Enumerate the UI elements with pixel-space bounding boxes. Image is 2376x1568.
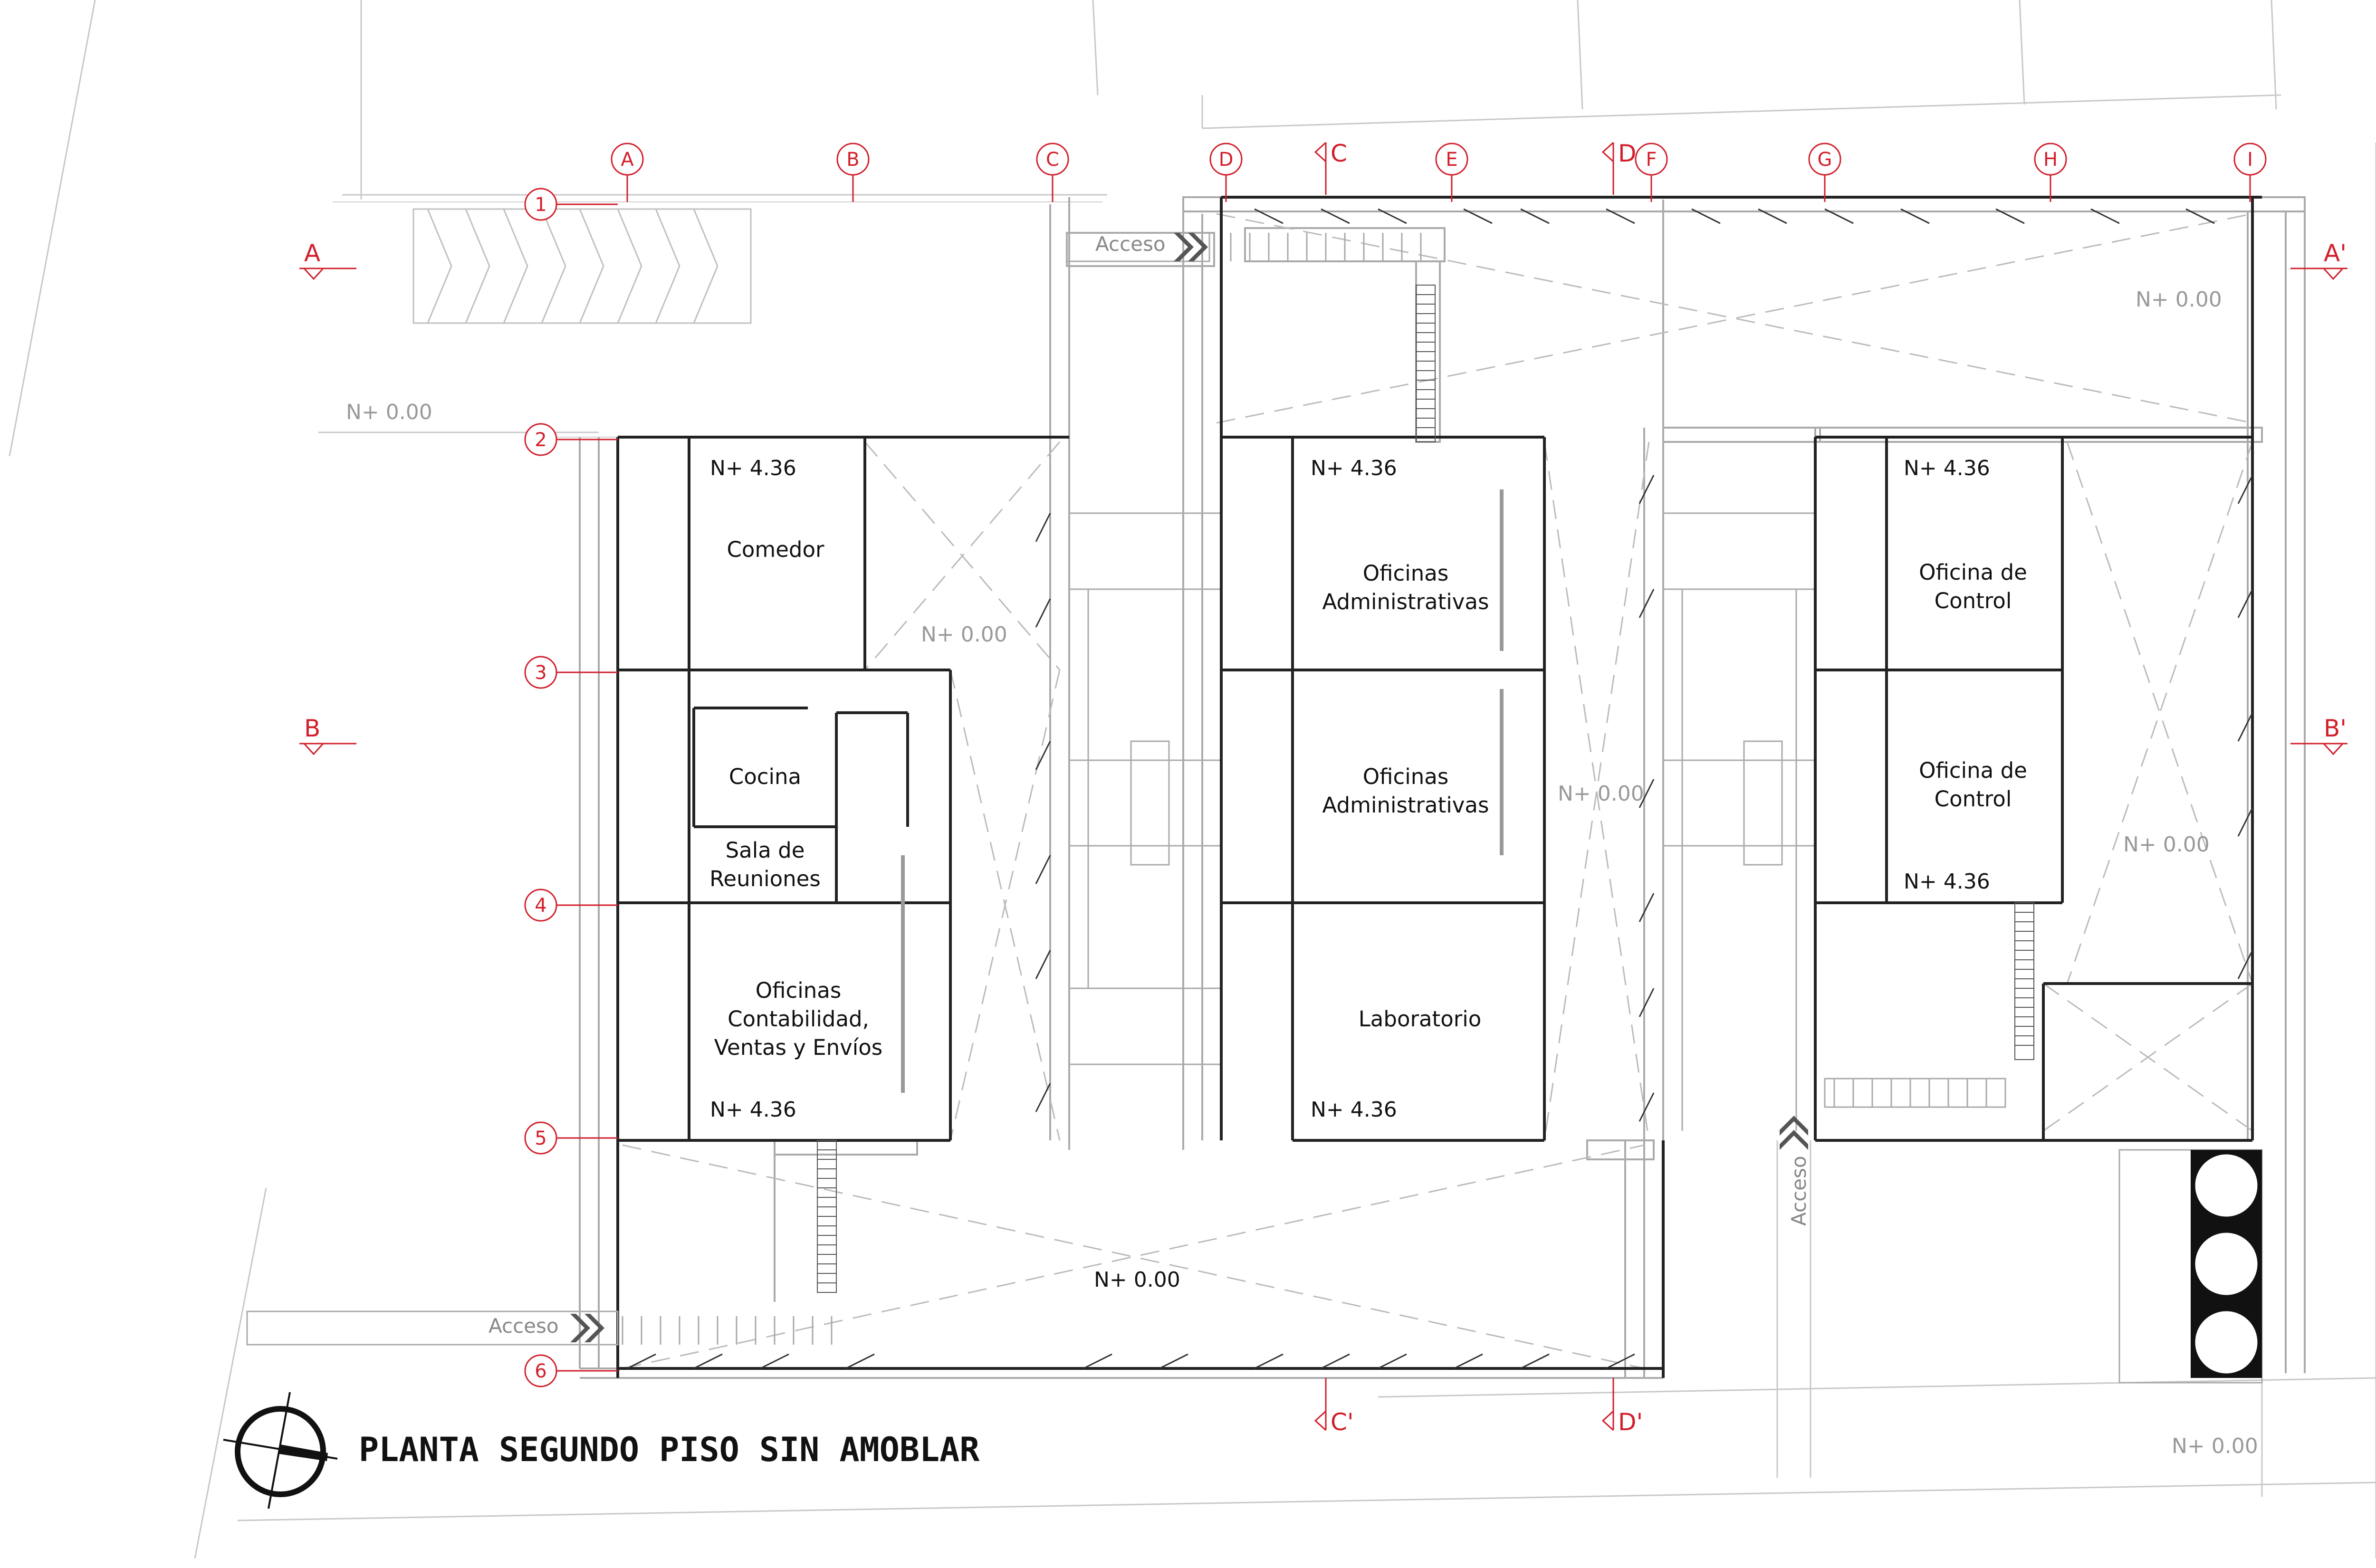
section-a-label: A	[304, 239, 320, 267]
connector-corridors	[1068, 512, 1816, 1131]
grid-label-5: 5	[535, 1128, 546, 1149]
grid-column-labels: A B C D E F G H I	[621, 149, 2253, 171]
grid-label-i: I	[2247, 149, 2253, 171]
entry-ramps	[246, 232, 2006, 1346]
access-arrows	[570, 233, 1808, 1342]
level-ground-void-left: N+ 0.00	[921, 622, 1007, 647]
grid-label-c: C	[1046, 149, 1059, 171]
section-b2-label: B'	[2324, 715, 2347, 742]
level-upper-admin: N+ 4.36	[1311, 456, 1397, 480]
level-upper-control-bottom: N+ 4.36	[1904, 870, 1990, 894]
grid-row-labels: 1 2 3 4 5 6	[535, 194, 546, 1382]
level-upper-contabilidad: N+ 4.36	[710, 1098, 796, 1122]
room-admin1-line1: Oficinas	[1363, 561, 1449, 586]
level-ground-courtyard: N+ 0.00	[1094, 1268, 1180, 1292]
north-arrow-icon	[223, 1392, 338, 1509]
room-contabilidad-line1: Oficinas	[756, 978, 842, 1003]
page-title: PLANTA SEGUNDO PISO SIN AMOBLAR	[359, 1430, 980, 1469]
room-control2-line1: Oficina de	[1919, 758, 2027, 783]
grid-label-3: 3	[535, 662, 546, 684]
grid-label-h: H	[2043, 149, 2058, 171]
section-d-label: D	[1618, 140, 1637, 167]
level-ground-top-right: N+ 0.00	[2136, 287, 2222, 312]
section-a2-label: A'	[2324, 239, 2347, 267]
grid-label-g: G	[1818, 149, 1832, 171]
level-ground-bottom-right: N+ 0.00	[2172, 1434, 2258, 1458]
section-b-label: B	[304, 715, 320, 742]
grid-label-d: D	[1219, 149, 1234, 171]
grid-label-2: 2	[535, 429, 546, 451]
void-crosses	[622, 213, 2253, 1369]
site-boundary	[9, 0, 2376, 1559]
access-label-right: Acceso	[1787, 1156, 1811, 1226]
ground-level-labels: N+ 0.00 N+ 0.00 N+ 0.00 N+ 0.00 N+ 0.00 …	[346, 287, 2258, 1458]
room-contabilidad-line2: Contabilidad,	[728, 1006, 869, 1032]
grid-label-4: 4	[535, 895, 546, 917]
section-markers	[299, 142, 2347, 1431]
section-c2-label: C'	[1331, 1408, 1354, 1436]
room-control2-line2: Control	[1935, 786, 2012, 812]
partitions	[901, 489, 1504, 1093]
window-marks	[627, 208, 2253, 1369]
grid-label-e: E	[1446, 149, 1457, 171]
stairs	[817, 285, 2034, 1293]
grid-label-a: A	[621, 149, 634, 171]
level-ground-void-center: N+ 0.00	[1558, 782, 1644, 806]
section-c-label: C	[1331, 140, 1347, 167]
access-label-top: Acceso	[1095, 232, 1166, 256]
level-upper-control: N+ 4.36	[1904, 456, 1990, 480]
room-admin2-line2: Administrativas	[1322, 793, 1489, 818]
parking-hatch	[412, 208, 752, 324]
grid-label-b: B	[846, 149, 859, 171]
level-ground-void-right: N+ 0.00	[2123, 832, 2210, 857]
grid-row-bubbles	[524, 188, 618, 1387]
section-labels: A A' B B' C D C' D'	[304, 140, 2347, 1436]
room-control1-line2: Control	[1935, 588, 2012, 613]
grid-label-1: 1	[535, 194, 546, 216]
room-labels: Comedor Cocina Sala de Reuniones Oficina…	[709, 537, 2027, 1060]
level-ground-left: N+ 0.00	[346, 400, 432, 424]
room-sala-line1: Sala de	[726, 838, 805, 863]
room-control1-line1: Oficina de	[1919, 560, 2027, 585]
grid-label-6: 6	[535, 1360, 546, 1382]
level-upper-laboratorio: N+ 4.36	[1311, 1098, 1397, 1122]
room-contabilidad-line3: Ventas y Envíos	[714, 1035, 882, 1060]
section-d2-label: D'	[1618, 1408, 1643, 1436]
access-label-left: Acceso	[489, 1314, 559, 1338]
room-cocina: Cocina	[729, 764, 801, 789]
level-upper-comedor: N+ 4.36	[710, 456, 796, 480]
water-tanks	[2118, 1149, 2263, 1384]
room-sala-line2: Reuniones	[709, 866, 821, 891]
grid-column-bubbles	[611, 143, 2267, 202]
building-envelope	[579, 196, 2306, 1379]
grid-label-f: F	[1646, 149, 1657, 171]
grid-lines	[333, 201, 1102, 438]
room-admin1-line2: Administrativas	[1322, 589, 1489, 614]
room-comedor: Comedor	[727, 537, 824, 562]
walls	[616, 196, 2262, 1378]
room-admin2-line1: Oficinas	[1363, 764, 1449, 789]
room-laboratorio: Laboratorio	[1359, 1006, 1482, 1032]
upper-level-labels: N+ 4.36 N+ 4.36 N+ 4.36 N+ 4.36 N+ 4.36 …	[710, 456, 1990, 1122]
